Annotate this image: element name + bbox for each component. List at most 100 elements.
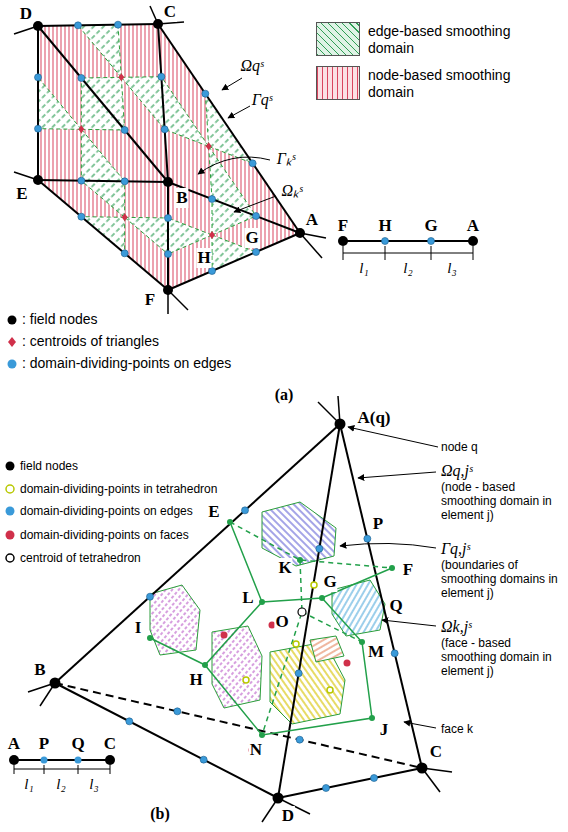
field-node [273, 793, 284, 804]
dividing-point [391, 650, 398, 657]
node-based-domain [38, 180, 125, 217]
leader-lines [198, 78, 276, 212]
field-node [163, 177, 173, 187]
legend-swatch [316, 22, 360, 56]
field-node [33, 175, 43, 185]
point-label: D [19, 4, 33, 24]
point-label: E [207, 502, 220, 522]
point-label: N [249, 740, 263, 760]
domain-boundary [125, 217, 168, 219]
domain-boundary [81, 216, 124, 218]
point-label: K [277, 558, 292, 578]
dividing-point [126, 718, 133, 725]
domain-boundary [81, 181, 124, 218]
edge-based-domain [158, 24, 300, 233]
leader-lines [340, 427, 438, 728]
point-label: O [274, 612, 289, 632]
mesh-edge [158, 24, 300, 233]
dividing-point [35, 125, 42, 132]
annotation-text: (face - based smoothing domain in elemen… [440, 636, 566, 678]
point-label: L [241, 588, 254, 608]
mesh-edge [38, 180, 168, 290]
field-node [33, 21, 43, 31]
domain-symbol: Ωqˢ [240, 57, 265, 75]
point-label: Q [70, 734, 85, 754]
length-label: l₃ [446, 260, 457, 277]
point-label: P [372, 514, 384, 534]
point-label: D [281, 806, 295, 826]
edge-based-domain [38, 180, 168, 290]
triangle-mesh [14, 6, 326, 314]
node-based-domain [38, 26, 81, 129]
legend-swatch [316, 66, 360, 100]
legend-marker [3, 551, 17, 565]
dividing-point [202, 90, 209, 97]
field-node [50, 678, 61, 689]
dividing-point [147, 593, 154, 600]
tetra-points [147, 519, 395, 754]
legend-text: field nodes [20, 459, 78, 473]
node-based-domain [118, 24, 161, 77]
node-based-domain [38, 129, 81, 181]
point-label: Q [388, 596, 403, 616]
point-label: E [15, 184, 28, 204]
dividing-point [253, 249, 260, 256]
point-label: A [305, 210, 319, 230]
legend-text: domain-dividing-points in tetrahedron [20, 482, 217, 496]
dividing-point [78, 213, 85, 220]
legend-marker [3, 482, 17, 496]
dividing-point [121, 127, 128, 134]
point-label: A(q) [356, 408, 391, 428]
annotation-text: (boundaries of smoothing domains in elem… [440, 558, 566, 600]
dividing-point [209, 196, 216, 203]
centroid [122, 213, 128, 221]
domain-boundary [212, 199, 213, 235]
point-label: C [163, 2, 177, 22]
dividing-point [371, 775, 378, 782]
length-label: l₃ [88, 776, 99, 793]
domain-boundary [81, 77, 121, 79]
segment-figure [338, 236, 478, 260]
point-label: F [144, 290, 156, 310]
mesh-edge [158, 24, 168, 182]
legend-text: : field nodes [22, 311, 98, 328]
domain-boundary [212, 235, 213, 271]
centroid [206, 142, 212, 150]
domain-boundary [38, 128, 81, 130]
centroid [78, 125, 84, 133]
legend-marker [5, 313, 19, 327]
dividing-point [323, 785, 330, 792]
domain-boundary [205, 94, 208, 147]
point-label: G [244, 228, 259, 248]
dividing-point [121, 250, 128, 257]
domain-symbol: Ωk,jˢ [440, 618, 473, 636]
legend-marker [3, 459, 17, 473]
point-label: H [377, 216, 392, 236]
mesh-edge [37, 26, 39, 180]
centroid [118, 73, 124, 81]
domain-boundary [81, 78, 82, 129]
domain-boundary [118, 25, 121, 78]
node-based-domain [158, 24, 209, 146]
domain-symbol: Γₖˢ [276, 147, 296, 169]
dividing-point [253, 213, 260, 220]
domain-boundary [81, 129, 82, 180]
domain-boundary [165, 129, 209, 146]
segment-figure [9, 755, 115, 774]
domain-boundary [124, 181, 125, 217]
dividing-point [78, 177, 85, 184]
domain-boundary [121, 76, 161, 78]
point-label: A [7, 734, 21, 754]
domain-boundary [81, 129, 124, 181]
field-node [335, 419, 346, 430]
dividing-point [78, 75, 85, 82]
legend-text: : domain-dividing-points on edges [22, 355, 231, 372]
point-label: H [188, 670, 203, 690]
mesh-edge [38, 180, 168, 182]
mesh-edge [38, 24, 158, 26]
length-label: l₂ [55, 776, 66, 793]
node-based-domain [212, 216, 300, 252]
length-label: l₂ [402, 260, 413, 277]
domain-boundary [121, 77, 164, 129]
